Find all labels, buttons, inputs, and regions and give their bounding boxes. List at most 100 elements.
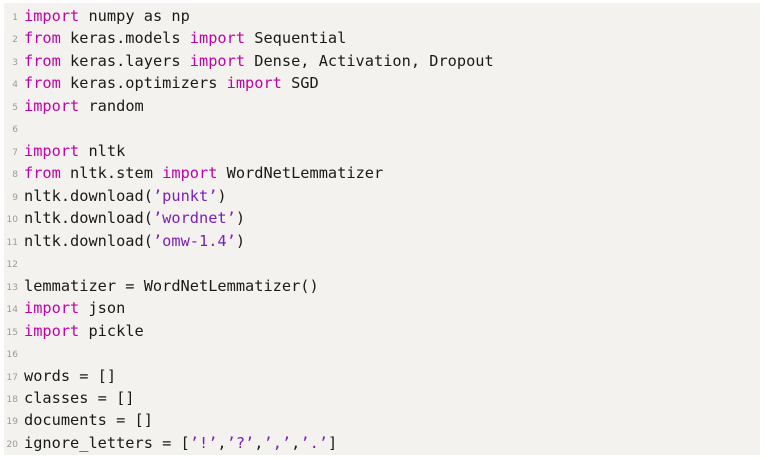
line-code: lemmatizer = WordNetLemmatizer() <box>24 275 319 297</box>
code-token: keras.models <box>60 29 190 48</box>
line-code: nltk.download(’omw-1.4’) <box>24 230 245 252</box>
line-number: 11 <box>6 237 18 248</box>
string-token: ’!’ <box>189 433 218 452</box>
code-token: pickle <box>79 321 144 340</box>
code-line: 4 from keras.optimizers import SGD <box>4 72 760 94</box>
line-number: 13 <box>6 282 18 293</box>
code-token: SGD <box>281 74 319 93</box>
keyword-token: import <box>24 7 80 25</box>
line-number: 1 <box>12 13 18 23</box>
code-token: numpy as np <box>79 7 190 25</box>
keyword-token: from <box>24 74 61 93</box>
line-number: 10 <box>6 215 18 226</box>
line-code: import json <box>24 297 125 319</box>
keyword-token: import <box>24 96 80 115</box>
code-line: 6 <box>4 117 760 139</box>
code-token: Sequential <box>245 29 347 48</box>
string-token: ’?’ <box>226 433 255 452</box>
code-line: 5 import random <box>4 95 760 117</box>
code-line: 9 nltk.download(’punkt’) <box>4 185 760 207</box>
code-token: json <box>79 299 126 318</box>
code-line: 15 import pickle <box>4 320 760 342</box>
line-number: 9 <box>12 192 18 203</box>
code-line: 10 nltk.download(’wordnet’) <box>4 207 760 229</box>
code-token: nltk.stem <box>60 164 163 183</box>
code-line: 12 <box>4 252 760 274</box>
line-code: from nltk.stem import WordNetLemmatizer <box>24 162 383 184</box>
string-token: ’omw-1.4’ <box>152 231 236 250</box>
string-token: ’,’ <box>263 433 292 452</box>
line-number: 4 <box>12 80 18 91</box>
code-line: 16 <box>4 342 760 364</box>
code-line: 11 nltk.download(’omw-1.4’) <box>4 230 760 252</box>
line-number: 18 <box>6 394 18 405</box>
string-token: ’punkt’ <box>152 186 218 205</box>
keyword-token: from <box>24 164 61 183</box>
line-number: 14 <box>6 305 18 316</box>
keyword-token: from <box>24 29 61 48</box>
code-token: ) <box>217 186 227 205</box>
code-token: random <box>79 96 144 115</box>
code-token: , <box>217 433 227 452</box>
line-number: 12 <box>6 260 18 271</box>
string-token: ’wordnet’ <box>152 209 236 228</box>
code-token: nltk <box>79 141 126 160</box>
code-token: , <box>291 433 301 452</box>
line-code: ignore_letters = [’!’,’?’,’,’,’.’] <box>24 432 337 454</box>
line-number: 8 <box>12 170 18 181</box>
code-token: WordNetLemmatizer <box>217 164 384 183</box>
code-token: lemmatizer = WordNetLemmatizer() <box>24 276 319 295</box>
line-number: 5 <box>12 102 18 113</box>
code-token: words = [] <box>24 366 117 385</box>
code-token: ) <box>235 209 246 228</box>
code-token: keras.layers <box>60 51 190 70</box>
code-line: 8 from nltk.stem import WordNetLemmatizer <box>4 162 760 184</box>
keyword-token: import <box>226 74 282 93</box>
line-number: 2 <box>12 35 18 46</box>
code-line: 20 ignore_letters = [’!’,’?’,’,’,’.’] <box>4 432 760 454</box>
code-token: nltk.download( <box>24 186 153 205</box>
keyword-token: from <box>24 51 61 70</box>
code-line: 3 from keras.layers import Dense, Activat… <box>4 50 760 72</box>
code-lines: 1 import numpy as np 2 from keras.models im… <box>4 5 760 454</box>
line-number: 15 <box>6 327 18 338</box>
line-number: 19 <box>6 417 18 428</box>
code-token: Dense, Activation, Dropout <box>245 51 494 70</box>
line-code: nltk.download(’punkt’) <box>24 185 227 207</box>
line-code: documents = [] <box>24 409 153 431</box>
code-listing: 1 import numpy as np 2 from keras.models im… <box>4 3 760 455</box>
code-token: ignore_letters = [ <box>24 433 190 452</box>
line-code: nltk.download(’wordnet’) <box>24 207 245 229</box>
code-token: nltk.download( <box>24 209 153 228</box>
code-token: , <box>254 433 264 452</box>
line-number: 16 <box>6 350 18 361</box>
code-token: ) <box>235 231 246 250</box>
line-code: import pickle <box>24 320 144 342</box>
line-code: import random <box>24 95 144 117</box>
code-line: 7 import nltk <box>4 140 760 162</box>
line-number: 7 <box>12 147 18 158</box>
code-token: documents = [] <box>24 411 153 430</box>
code-line: 2 from keras.models import Sequential <box>4 27 760 49</box>
code-token: classes = [] <box>24 388 135 407</box>
line-number: 3 <box>12 57 18 68</box>
keyword-token: import <box>189 29 246 48</box>
code-line: 14 import json <box>4 297 760 319</box>
keyword-token: import <box>162 164 218 183</box>
line-code: from keras.models import Sequential <box>24 27 346 49</box>
line-code: from keras.layers import Dense, Activati… <box>24 50 494 72</box>
line-number: 6 <box>12 125 18 136</box>
keyword-token: import <box>24 321 80 340</box>
keyword-token: import <box>24 141 80 160</box>
line-number: 20 <box>6 439 18 450</box>
code-line: 13 lemmatizer = WordNetLemmatizer() <box>4 275 760 297</box>
code-line: 18 classes = [] <box>4 387 760 409</box>
line-number: 17 <box>6 372 18 383</box>
line-code: import nltk <box>24 140 125 162</box>
code-line: 1 import numpy as np <box>4 5 760 27</box>
line-code: import numpy as np <box>24 5 190 27</box>
line-code: words = [] <box>24 365 116 387</box>
code-line: 17 words = [] <box>4 365 760 387</box>
code-token: ] <box>328 433 338 452</box>
line-code: from keras.optimizers import SGD <box>24 72 319 94</box>
